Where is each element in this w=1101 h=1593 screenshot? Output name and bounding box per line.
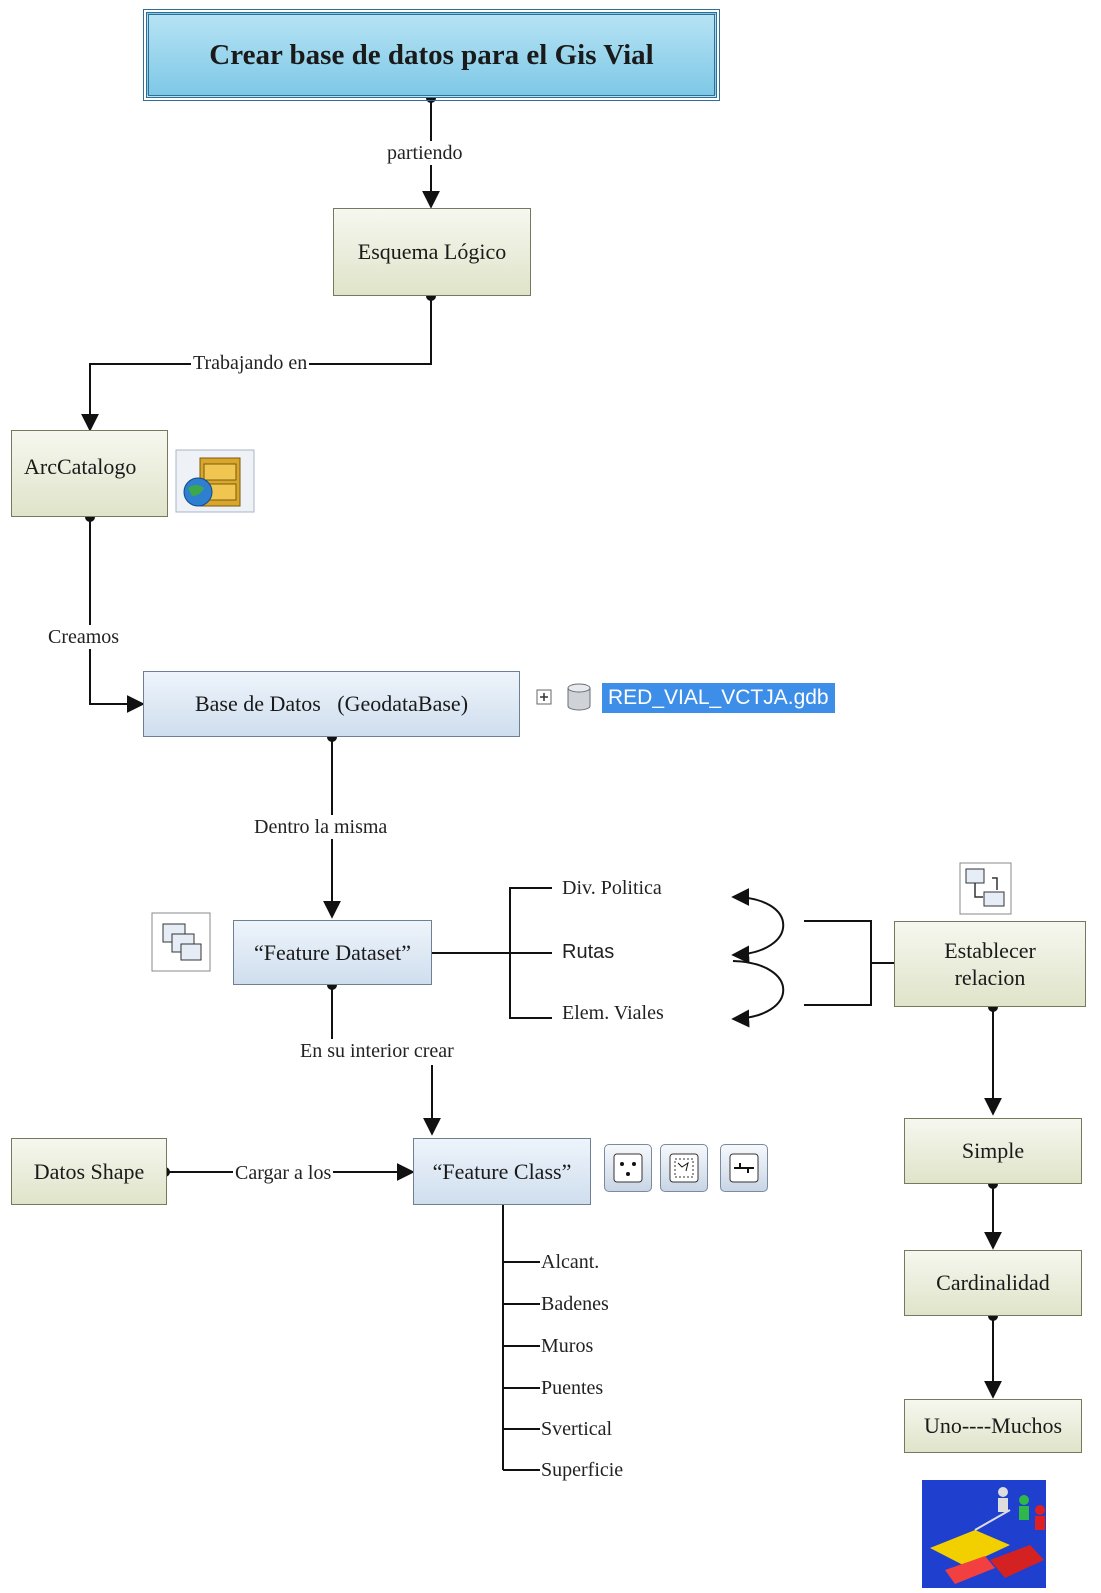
feature-dataset-node: “Feature Dataset” (233, 920, 432, 985)
class-item: Svertical (541, 1418, 613, 1440)
feature-dataset-icon (151, 912, 211, 972)
edge-label-cargar: Cargar a los (233, 1161, 334, 1185)
diagram-title: Crear base de datos para el Gis Vial (143, 9, 720, 101)
edge-label-partiendo: partiendo (385, 141, 465, 165)
base-de-datos-node: Base de Datos (GeodataBase) (143, 671, 520, 737)
class-item: Puentes (541, 1377, 604, 1399)
line-feature-class-icon (720, 1144, 768, 1192)
gdb-name-label[interactable]: RED_VIAL_VCTJA.gdb (602, 683, 835, 713)
relationship-class-icon (959, 862, 1012, 915)
arccatalogo-node: ArcCatalogo (11, 430, 168, 517)
class-item: Superficie (541, 1459, 624, 1481)
plus-expand-icon[interactable] (536, 689, 552, 705)
cardinalidad-node: Cardinalidad (904, 1250, 1082, 1316)
esquema-logico-node: Esquema Lógico (333, 208, 531, 296)
datos-shape-node: Datos Shape (11, 1138, 167, 1205)
edge-label-dentro: Dentro la misma (252, 815, 390, 839)
edge-label-creamos: Creamos (46, 625, 122, 649)
class-item: Alcant. (541, 1251, 600, 1273)
database-cylinder-icon (567, 683, 591, 711)
uno-muchos-node: Uno----Muchos (904, 1399, 1082, 1453)
edge-label-interior: En su interior crear (298, 1039, 456, 1063)
polygon-feature-class-icon (660, 1144, 708, 1192)
file-cabinet-globe-icon (175, 449, 255, 513)
establecer-relacion-node: Establecer relacion (894, 921, 1086, 1007)
class-item: Muros (541, 1335, 594, 1357)
relationship-figures-icon (922, 1480, 1046, 1588)
dataset-item: Rutas (562, 941, 615, 963)
class-item: Badenes (541, 1293, 609, 1315)
dataset-item: Div. Politica (562, 877, 662, 899)
feature-class-node: “Feature Class” (413, 1138, 591, 1205)
edge-label-trabajando: Trabajando en (191, 351, 310, 375)
point-feature-class-icon (604, 1144, 652, 1192)
simple-node: Simple (904, 1118, 1082, 1184)
dataset-item: Elem. Viales (562, 1002, 664, 1024)
